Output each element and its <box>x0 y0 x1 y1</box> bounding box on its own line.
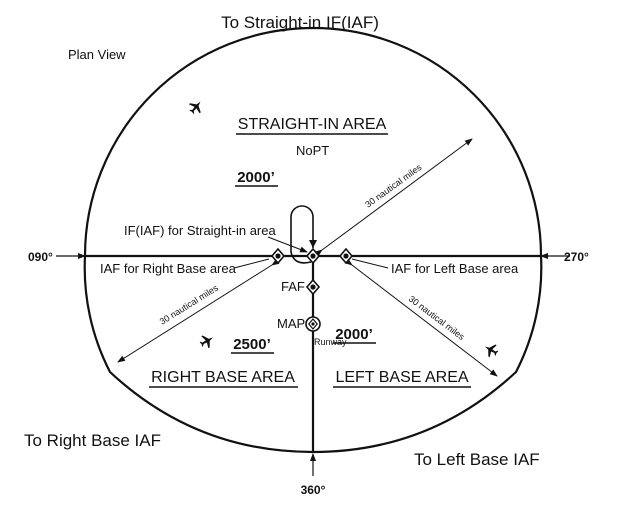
airplane-icon <box>186 97 206 117</box>
distance-arrow-upper-right <box>314 138 473 257</box>
fix-diamond-icon <box>339 248 353 264</box>
distance-label-upper-right: 30 nautical miles <box>363 162 424 210</box>
course-270-label: 270° <box>564 250 589 264</box>
faf-label: FAF <box>281 279 305 294</box>
course-090-label: 090° <box>28 250 53 264</box>
if-iaf-leader <box>267 236 308 253</box>
fix-diamond-icon <box>306 248 320 264</box>
fix-diamond-icon <box>271 248 285 264</box>
map-fix-icon <box>305 316 321 332</box>
iaf-right-base-label: IAF for Right Base area <box>100 261 237 276</box>
runway-label: Runway <box>314 337 347 347</box>
right-base-area-title: RIGHT BASE AREA <box>151 369 295 386</box>
distance-label-lower-right: 30 nautical miles <box>407 294 467 343</box>
right-base-altitude: 2500’ <box>233 336 271 353</box>
map-label: MAP <box>277 316 305 331</box>
top-heading: To Straight-in IF(IAF) <box>221 13 379 32</box>
to-right-base-iaf-label: To Right Base IAF <box>24 431 161 450</box>
iaf-left-leader <box>351 258 389 269</box>
nopt-label: NoPT <box>296 143 329 158</box>
if-iaf-label: IF(IAF) for Straight-in area <box>124 223 276 238</box>
left-base-area-title: LEFT BASE AREA <box>335 369 468 386</box>
plan-view-label: Plan View <box>68 47 126 62</box>
to-left-base-iaf-label: To Left Base IAF <box>414 450 540 469</box>
straight-in-altitude: 2000’ <box>237 169 275 186</box>
iaf-left-base-label: IAF for Left Base area <box>391 261 519 276</box>
holding-pattern <box>290 205 314 264</box>
straight-in-area-title: STRAIGHT-IN AREA <box>238 116 387 133</box>
iaf-right-leader <box>233 258 270 269</box>
distance-label-lower-left: 30 nautical miles <box>158 282 221 326</box>
distance-arrow-lower-right <box>344 258 498 377</box>
airplane-icon <box>197 331 217 351</box>
fix-diamond-icon <box>306 279 320 295</box>
distance-arrow-lower-left <box>117 258 280 363</box>
course-360-label: 360° <box>301 483 326 497</box>
airplane-icon <box>481 340 501 360</box>
